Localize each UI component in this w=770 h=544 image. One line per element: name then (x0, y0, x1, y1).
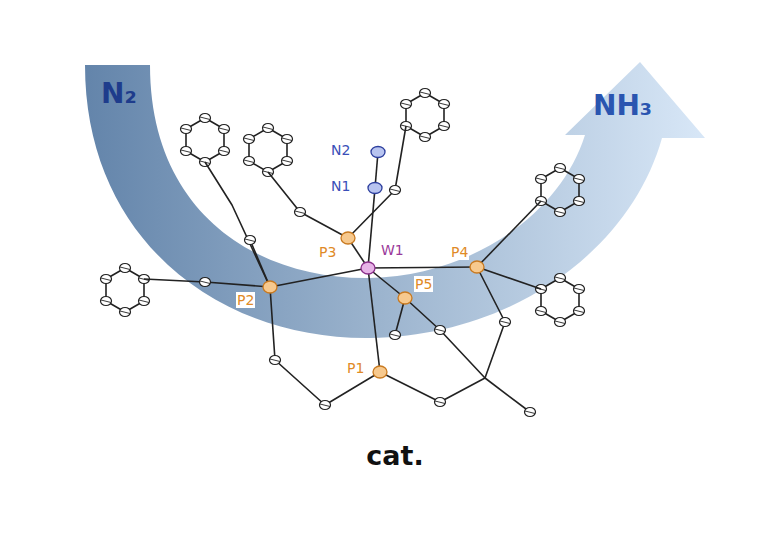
atom-label: P3 (318, 244, 337, 260)
bond-chain (380, 372, 485, 402)
phosphorus-atom (398, 292, 412, 304)
atom-label: P2 (236, 292, 255, 308)
atom-label: P5 (414, 276, 433, 292)
atom-label: P1 (346, 360, 365, 376)
process-arrow-band (85, 62, 705, 338)
bond-chain (405, 298, 485, 378)
catalyst-caption: cat. (365, 440, 424, 471)
bond-chain (485, 378, 530, 412)
reactant-label: N₂ (100, 78, 138, 110)
bond-chain (477, 267, 505, 378)
bond-chain (348, 126, 406, 238)
phosphorus-atom (263, 281, 277, 293)
bond-chain (250, 240, 270, 287)
nitrogen-atom (371, 147, 385, 158)
phenyl-ring (106, 268, 144, 312)
phenyl-ring (541, 168, 579, 212)
phosphorus-atom (470, 261, 484, 273)
phenyl-ring (186, 118, 224, 162)
bond-chain (477, 201, 541, 267)
phenyl-ring (406, 93, 444, 137)
bond (368, 188, 375, 268)
bond (270, 268, 368, 287)
phosphorus-atom (341, 232, 355, 244)
atom-label: W1 (380, 242, 405, 258)
phenyl-ring (541, 278, 579, 322)
product-label: NH₃ (592, 90, 653, 122)
phenyl-ring (249, 128, 287, 172)
tungsten-atom (361, 262, 375, 274)
atom-label: P4 (450, 244, 469, 260)
bond-chain (270, 287, 380, 405)
nitrogen-atom (368, 183, 382, 194)
phosphorus-atom (373, 366, 387, 378)
atom-label: N1 (330, 178, 351, 194)
ortep-molecule (106, 93, 579, 412)
bond (368, 267, 477, 268)
bond-chain (144, 279, 270, 287)
bond-chain (205, 162, 270, 287)
atom-label: N2 (330, 142, 351, 158)
heteroatoms (263, 147, 484, 379)
bond (368, 268, 380, 372)
